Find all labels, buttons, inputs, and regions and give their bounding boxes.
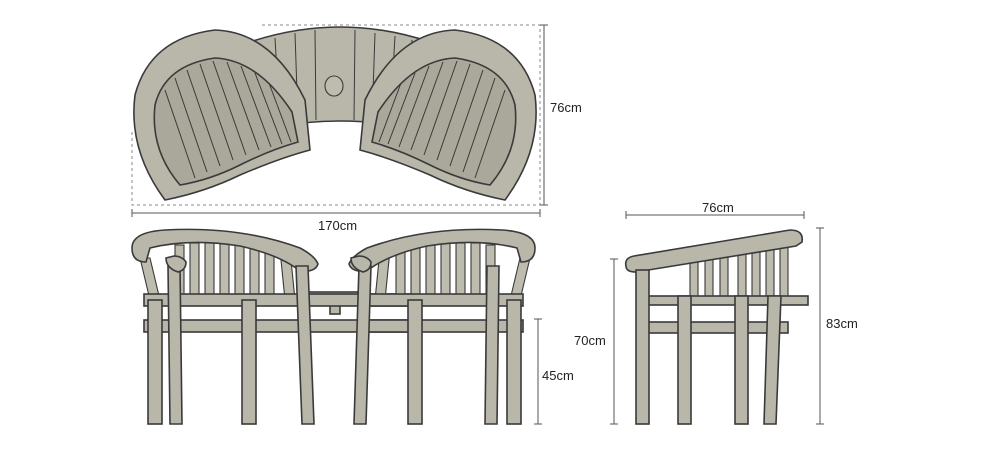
side-chair-armrest xyxy=(624,229,804,273)
front-left-leg-2 xyxy=(167,265,183,425)
seat-height-dimension-line xyxy=(534,318,542,425)
side-view: 76cm 70cm 83cm xyxy=(574,200,858,425)
front-right-leg-4 xyxy=(506,299,522,425)
left-chair-slats xyxy=(164,60,292,179)
side-chair-seat-rail xyxy=(639,295,809,306)
overall-width-dimension-line xyxy=(131,209,541,217)
front-view: 45cm xyxy=(131,228,574,425)
overall-width-label: 170cm xyxy=(318,218,357,233)
front-right-seat-rail xyxy=(367,293,524,307)
front-right-chair-top-rail xyxy=(348,228,536,272)
right-chair-seat xyxy=(371,57,517,186)
right-chair-slats xyxy=(378,60,506,179)
front-left-chair-top-rail xyxy=(131,228,319,272)
front-right-leg-1 xyxy=(353,265,372,425)
arm-height-label: 70cm xyxy=(574,333,606,348)
side-chair-front-leg xyxy=(635,269,650,425)
side-chair-lower-rail xyxy=(639,321,789,334)
side-depth-dimension-line xyxy=(625,211,805,219)
side-chair-leg-2 xyxy=(677,295,692,425)
side-chair-slats xyxy=(689,237,789,299)
front-left-leg-3 xyxy=(241,299,257,425)
top-depth-dimension-line xyxy=(540,24,548,206)
arm-height-dimension-line xyxy=(610,258,618,425)
left-chair-seat xyxy=(153,57,299,186)
front-left-arm-end xyxy=(165,255,187,273)
front-right-lower-rail xyxy=(367,319,524,333)
front-right-arm-end xyxy=(350,255,372,273)
top-depth-label: 76cm xyxy=(550,100,582,115)
front-right-leg-2 xyxy=(407,299,423,425)
front-left-leg-4 xyxy=(295,265,315,425)
parasol-hole xyxy=(324,75,344,97)
overall-height-label: 83cm xyxy=(826,316,858,331)
front-right-leg-3 xyxy=(484,265,500,425)
seat-height-label: 45cm xyxy=(542,368,574,383)
side-depth-label: 76cm xyxy=(702,200,734,215)
overall-height-dimension-line xyxy=(816,227,824,425)
front-left-leg-1 xyxy=(147,299,163,425)
top-view: 76cm 170cm xyxy=(131,24,582,233)
side-chair-back-leg xyxy=(763,295,782,425)
side-chair-leg-3 xyxy=(734,295,749,425)
